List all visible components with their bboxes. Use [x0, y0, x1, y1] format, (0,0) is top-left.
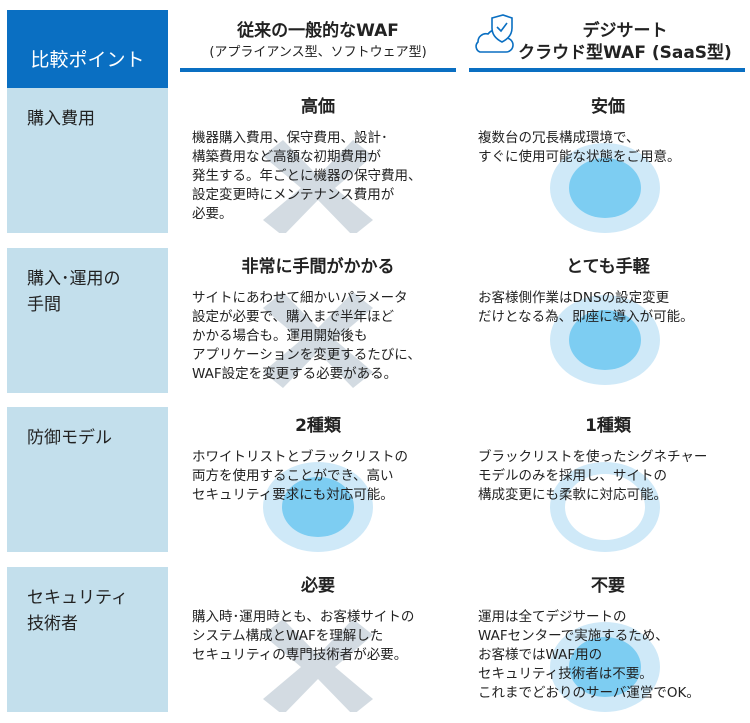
cell-body: ブラックリストを使ったシグネチャー モデルのみを採用し、サイトの 構成変更にも柔… — [478, 449, 708, 503]
cell-left: 高価 機器購入費用、保守費用、設計･ 構築費用など高額な初期費用が 発生する。年… — [180, 88, 456, 233]
row-label: 購入･運用の 手間 — [7, 248, 168, 393]
cell-title: 高価 — [301, 97, 335, 117]
cell-body: 複数台の冗長構成環境で、 すぐに使用可能な状態をご用意。 — [478, 130, 681, 165]
cell-title: 1種類 — [585, 416, 631, 436]
col1-subtitle: (アプライアンス型、ソフトウェア型) — [209, 45, 427, 60]
cross-mark-icon — [263, 140, 373, 233]
cell-left: 非常に手間がかかる サイトにあわせて細かいパラメータ 設定が必要で、購入まで半年… — [180, 248, 456, 393]
cell-left: 2種類 ホワイトリストとブラックリストの 両方を使用することができ、高い セキュ… — [180, 407, 456, 552]
cell-title: 非常に手間がかかる — [241, 257, 395, 277]
col2-title-line1: デジサート — [582, 21, 668, 41]
cell-left: 必要 購入時･運用時とも、お客様サイトの システム構成とWAFを理解した セキュ… — [180, 567, 456, 712]
col-header-digicert: デジサート クラウド型WAF (SaaS型) — [500, 20, 750, 64]
col2-title-line2: クラウド型WAF (SaaS型) — [518, 43, 732, 63]
cell-body: 機器購入費用、保守費用、設計･ 構築費用など高額な初期費用が 発生する。年ごとに… — [192, 130, 422, 222]
cross-mark-icon — [263, 619, 373, 712]
cell-body: お客様側作業はDNSの設定変更 だけとなる為、即座に導入が可能。 — [478, 290, 694, 325]
cell-body: 運用は全てデジサートの WAFセンターで実施するため、 お客様ではWAF用の セ… — [478, 609, 700, 701]
col2-underline — [469, 68, 745, 72]
cell-title: 2種類 — [295, 416, 341, 436]
row-label: 防御モデル — [7, 407, 168, 552]
cell-body: サイトにあわせて細かいパラメータ 設定が必要で、購入まで半年ほど かかる場合も。… — [192, 290, 421, 382]
cross-mark-icon — [263, 292, 373, 388]
cell-right: 不要 運用は全てデジサートの WAFセンターで実施するため、 お客様ではWAF用… — [470, 567, 746, 712]
cell-body: ホワイトリストとブラックリストの 両方を使用することができ、高い セキュリティ要… — [192, 449, 408, 503]
cell-title: 安価 — [591, 97, 625, 117]
row-label: 購入費用 — [7, 88, 168, 233]
cell-right: 安価 複数台の冗長構成環境で、 すぐに使用可能な状態をご用意。 — [470, 88, 746, 233]
cloud-shield-check-icon — [475, 14, 514, 53]
cell-body: 購入時･運用時とも、お客様サイトの システム構成とWAFを理解した セキュリティ… — [192, 609, 415, 663]
cell-title: 必要 — [301, 576, 335, 596]
col1-title: 従来の一般的なWAF — [237, 21, 399, 41]
cell-right: 1種類 ブラックリストを使ったシグネチャー モデルのみを採用し、サイトの 構成変… — [470, 407, 746, 552]
row-label: セキュリティ 技術者 — [7, 567, 168, 712]
cell-right: とても手軽 お客様側作業はDNSの設定変更 だけとなる為、即座に導入が可能。 — [470, 248, 746, 393]
cell-title: とても手軽 — [566, 257, 650, 277]
col1-underline — [180, 68, 456, 72]
col-header-conventional: 従来の一般的なWAF (アプライアンス型、ソフトウェア型) — [180, 20, 456, 64]
cell-title: 不要 — [591, 576, 625, 596]
